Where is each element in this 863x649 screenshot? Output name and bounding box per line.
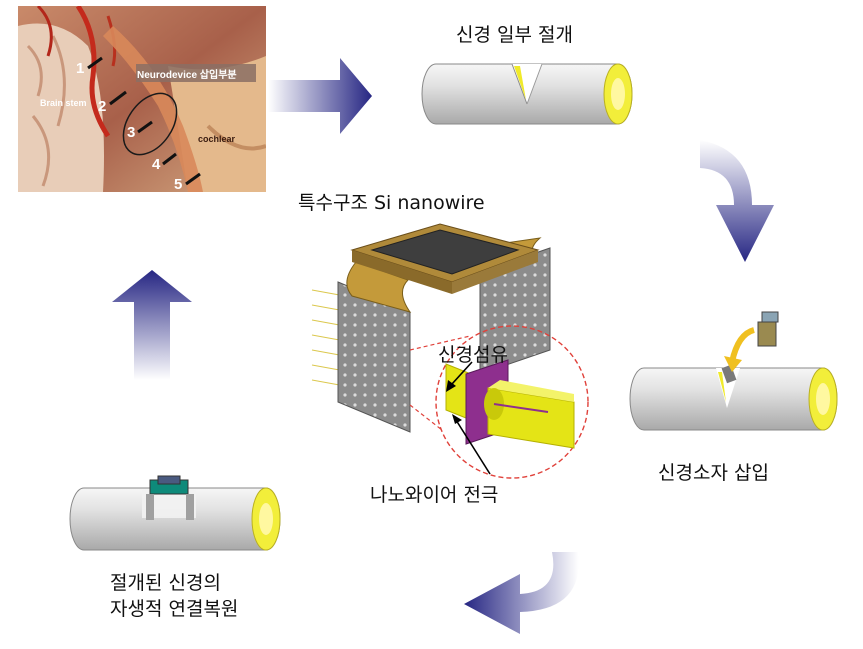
arrow-up [112, 270, 192, 380]
electrode-label: 나노와이어 전극 [370, 484, 499, 506]
nerve-fiber-label: 신경섬유 [438, 344, 508, 366]
regenerated-nerve-cylinder [69, 475, 281, 551]
marker-2: 2 [98, 98, 107, 115]
marker-3: 3 [127, 124, 136, 141]
nerve-cut-cylinder [421, 63, 633, 125]
zoom-detail [409, 325, 589, 479]
marker-4: 4 [152, 156, 161, 173]
arrow-curved-left [464, 552, 579, 634]
device-insert-label: 신경소자 삽입 [658, 462, 769, 484]
nerve-cut-label: 신경 일부 절개 [456, 24, 573, 46]
marker-5: 5 [174, 176, 183, 192]
surgical-photo-drawing [18, 6, 266, 192]
cochlear-label: cochlear [198, 134, 236, 144]
regen-label-line1: 절개된 신경의 [110, 572, 221, 594]
arrow-right [268, 58, 372, 134]
arrow-curved-down [700, 140, 774, 262]
device-insert-cylinder [629, 311, 838, 431]
marker-1: 1 [76, 60, 85, 77]
brain-stem-label: Brain stem [40, 98, 87, 108]
regen-label-line2: 자생적 연결복원 [110, 598, 239, 620]
nanowire-device [311, 223, 551, 433]
nanowire-label: 특수구조 Si nanowire [298, 192, 485, 214]
surgical-photo: Neurodevice 삽입부분 Brain stem cochlear 1 2… [18, 6, 266, 192]
overlay-title: Neurodevice 삽입부분 [137, 70, 237, 81]
